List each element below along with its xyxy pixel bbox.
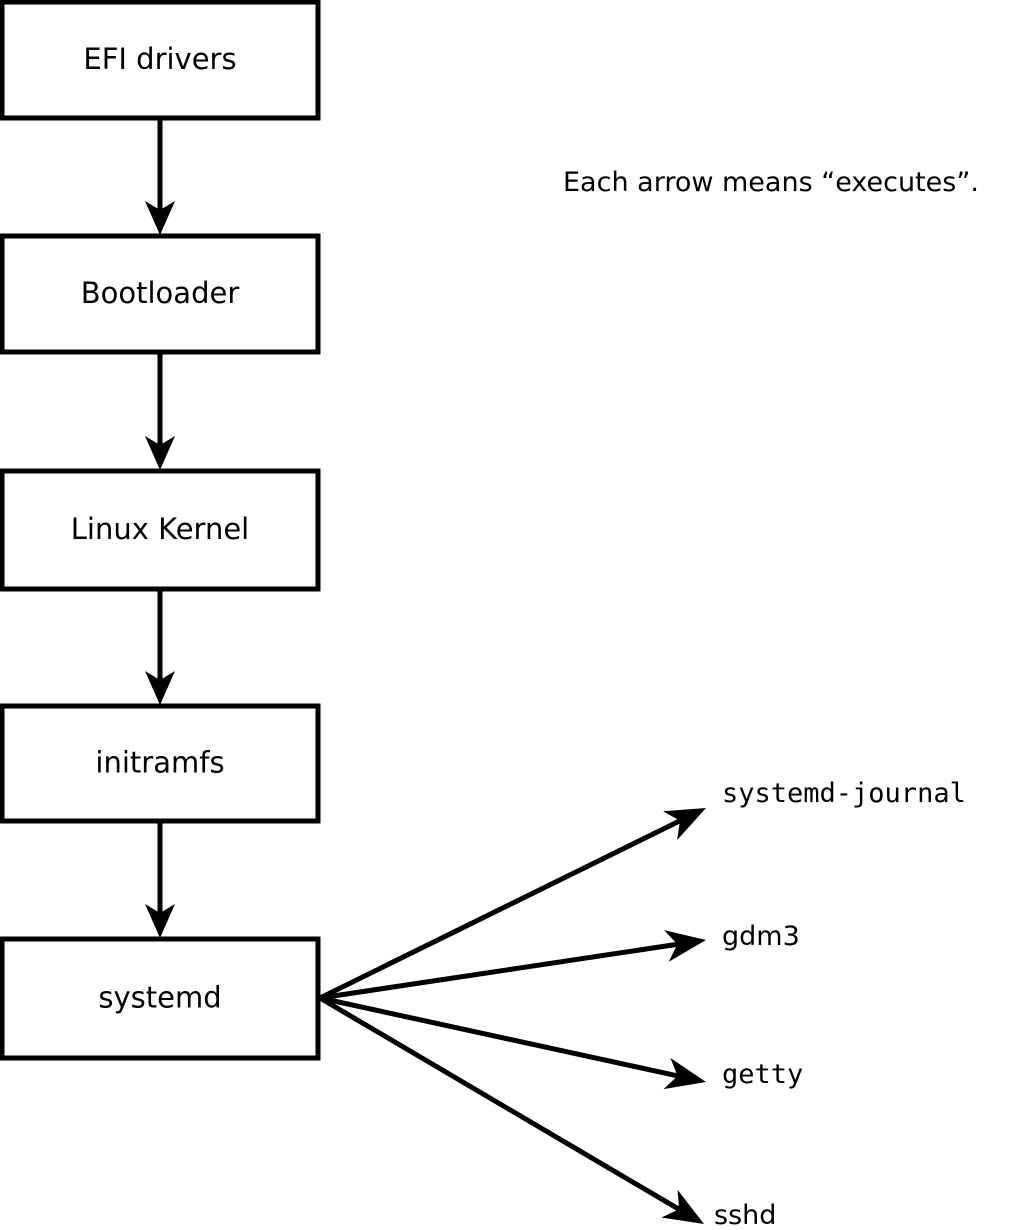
service-label-sshd[interactable]: sshd bbox=[714, 1200, 776, 1230]
arrow-systemd-to-getty bbox=[319, 995, 706, 1090]
arrow-kernel-to-initramfs bbox=[145, 589, 175, 705]
arrow-bootloader-to-kernel bbox=[145, 352, 175, 470]
arrow-head bbox=[661, 1189, 704, 1224]
node-label-bootloader: Bootloader bbox=[81, 276, 240, 310]
node-box-systemd[interactable] bbox=[0, 936, 321, 1061]
node-label-efi-drivers: EFI drivers bbox=[83, 42, 236, 76]
arrow-shaft bbox=[319, 941, 680, 1001]
arrow-systemd-to-sshd bbox=[318, 995, 704, 1224]
node-box-efi-drivers[interactable] bbox=[0, 0, 321, 121]
arrow-shaft bbox=[318, 817, 683, 1001]
arrow-initramfs-to-systemd bbox=[145, 821, 175, 938]
service-arrow-layer bbox=[318, 808, 706, 1224]
node-box-initramfs[interactable] bbox=[0, 703, 321, 824]
service-label-gdm3[interactable]: gdm3 bbox=[722, 921, 800, 952]
node-label-initramfs: initramfs bbox=[95, 746, 224, 780]
arrow-efi-to-bootloader bbox=[145, 118, 175, 235]
service-label-getty[interactable]: getty bbox=[722, 1059, 803, 1090]
arrow-head bbox=[663, 1057, 706, 1090]
arrow-head bbox=[145, 201, 175, 235]
node-label-systemd: systemd bbox=[98, 981, 221, 1015]
service-label-systemd-journal[interactable]: systemd-journal bbox=[722, 778, 966, 809]
arrow-head bbox=[663, 808, 706, 841]
arrow-shaft bbox=[319, 995, 681, 1079]
arrow-head bbox=[145, 904, 175, 938]
legend-note: Each arrow means “executes”. bbox=[563, 167, 979, 198]
arrow-head bbox=[145, 436, 175, 470]
arrow-shaft bbox=[318, 995, 682, 1213]
node-label-linux-kernel: Linux Kernel bbox=[71, 512, 249, 546]
chain-arrow-layer bbox=[145, 118, 175, 938]
arrow-systemd-to-systemd-journal bbox=[318, 808, 706, 1001]
arrow-systemd-to-gdm3 bbox=[319, 930, 706, 1001]
node-box-bootloader[interactable] bbox=[0, 233, 321, 355]
arrow-head bbox=[145, 671, 175, 705]
node-box-layer bbox=[0, 0, 321, 1061]
arrow-head bbox=[664, 930, 706, 962]
